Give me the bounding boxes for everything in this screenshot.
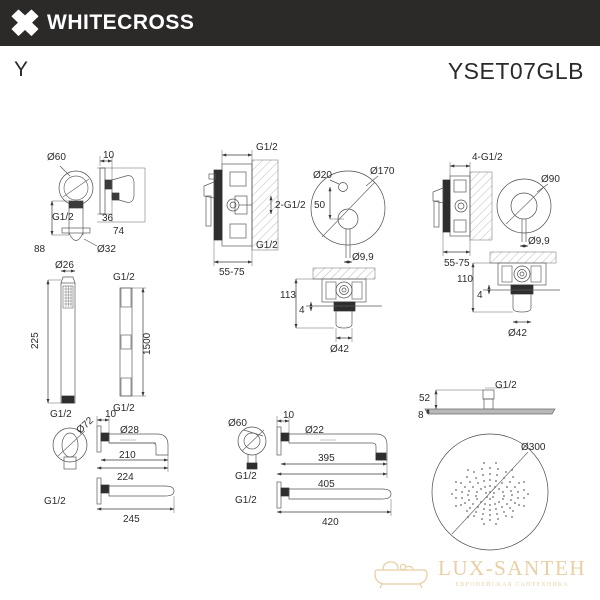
dim-50: 50	[314, 200, 326, 211]
dim-224: 224	[117, 472, 134, 483]
dim-g12-bottom: G1/2	[256, 240, 278, 251]
whitecross-x-icon	[11, 9, 39, 36]
dim-2g12: 2-G1/2	[275, 200, 306, 211]
dim-g12-hose-top: G1/2	[113, 272, 135, 283]
drawing-wall-spout-short: Ø72 10 Ø28 210 224 G1/2 245	[44, 409, 175, 525]
drawing-wall-outlet: Ø60 10 36 74 G1/2 88 Ø32	[34, 150, 146, 255]
dim-g12-spout: G1/2	[44, 496, 66, 507]
dim-d26: Ø26	[55, 260, 74, 271]
dim-420: 420	[322, 517, 339, 528]
dim-d99-right: Ø9,9	[528, 236, 550, 247]
dim-g12-rainhead: G1/2	[495, 380, 517, 391]
dim-74: 74	[113, 226, 125, 237]
dim-88: 88	[34, 244, 46, 255]
dim-1500: 1500	[142, 332, 153, 355]
dim-d28: Ø28	[120, 425, 139, 436]
series-code: Y	[14, 58, 29, 81]
dim-g12-hose-bottom: G1/2	[113, 403, 135, 414]
brand-name: WHITECROSS	[47, 11, 195, 34]
dim-36: 36	[102, 213, 114, 224]
dim-g12-arm-2: G1/2	[235, 495, 257, 506]
technical-drawing-sheet: Ø60 10 36 74 G1/2 88 Ø32 G1/2 2-	[0, 100, 600, 560]
drawing-four-way-mixer: 4-G1/2 55-75 Ø90 Ø9,9	[432, 152, 560, 269]
dim-g12-arm: G1/2	[235, 471, 257, 482]
dim-d60-arm: Ø60	[228, 418, 247, 429]
dim-4-right: 4	[477, 290, 483, 301]
bathtub-icon	[374, 561, 428, 589]
drawing-concealed-body-center: 113 4 Ø42	[280, 267, 382, 355]
dim-d22: Ø22	[305, 425, 324, 436]
dim-225: 225	[30, 332, 41, 349]
dim-d42-right: Ø42	[508, 328, 527, 339]
dim-depth-5575: 55-75	[219, 267, 245, 278]
dim-113: 113	[280, 290, 296, 301]
dim-4g12: 4-G1/2	[472, 152, 503, 163]
header-bar: WHITECROSS	[0, 0, 600, 46]
dim-g12-top: G1/2	[256, 142, 278, 153]
dim-depth-5575-right: 55-75	[444, 258, 470, 269]
drawing-concealed-body-right: 110 4 Ø42	[457, 251, 560, 339]
dim-110: 110	[457, 274, 473, 285]
dim-4-center: 4	[299, 305, 305, 316]
dim-d99-mixer: Ø9,9	[352, 252, 374, 263]
dim-405: 405	[318, 479, 335, 490]
drawing-rain-shower-head: G1/2 52 8	[418, 380, 556, 551]
dim-10: 10	[103, 150, 115, 161]
dim-395: 395	[318, 453, 335, 464]
watermark-title: LUX-SANTEH	[438, 555, 586, 580]
dim-d72: Ø72	[75, 415, 97, 436]
dim-g12-outlet: G1/2	[52, 212, 74, 223]
drawing-hand-shower: Ø26 225 G1/2	[30, 260, 76, 420]
dim-d20: Ø20	[313, 170, 332, 181]
nozzle-pattern	[451, 462, 529, 525]
watermark-subtitle: ЕВРОПЕЙСКАЯ САНТЕХНИКА	[455, 580, 569, 588]
dim-210: 210	[119, 450, 136, 461]
drawing-concealed-mixer: G1/2 2-G1/2 G1/2 55-75 Ø170 Ø20 50 Ø9,9	[203, 142, 395, 278]
dim-d300: Ø300	[521, 442, 546, 453]
dim-d32: Ø32	[97, 244, 116, 255]
dim-52: 52	[419, 393, 431, 404]
drawing-shower-hose: G1/2 1500 G1/2	[113, 272, 153, 414]
dim-d42-center: Ø42	[330, 344, 349, 355]
dim-10-arm: 10	[283, 410, 295, 421]
dim-d90: Ø90	[541, 174, 560, 185]
dim-d170: Ø170	[370, 166, 395, 177]
dim-d60: Ø60	[47, 152, 66, 163]
dim-g12-handshower: G1/2	[50, 409, 72, 420]
drawing-shower-arm: Ø60 10 Ø22 G1/2 395 405 G1/2 420	[228, 410, 392, 528]
model-code: YSET07GLB	[447, 58, 584, 84]
dim-10-spout: 10	[105, 409, 117, 420]
dim-8: 8	[418, 410, 424, 421]
dim-245: 245	[123, 514, 140, 525]
watermark: LUX-SANTEH ЕВРОПЕЙСКАЯ САНТЕХНИКА	[373, 556, 586, 590]
